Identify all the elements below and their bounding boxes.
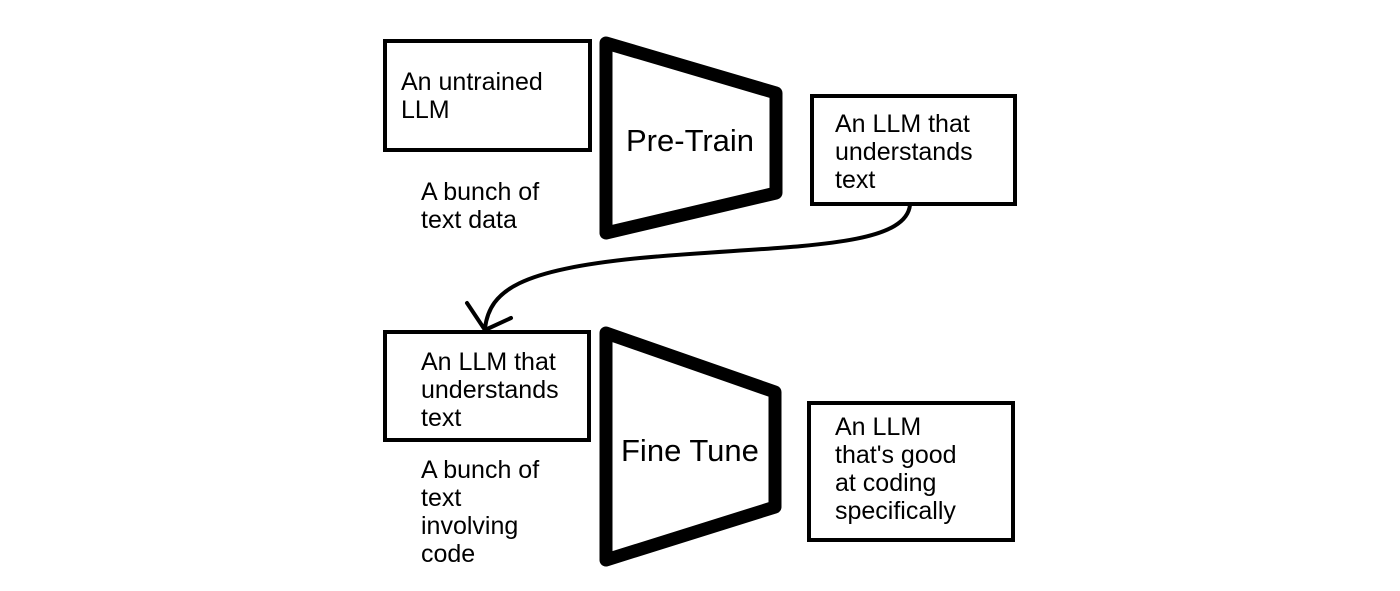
pretrain-stage-label: Pre-Train bbox=[626, 123, 755, 158]
finetune-input-model-label: An LLM that understands text bbox=[421, 348, 559, 432]
finetune-input-data-label: A bunch of text involving code bbox=[421, 456, 540, 568]
pretrain-output-model-box bbox=[810, 94, 1017, 206]
finetune-input-model-box bbox=[383, 330, 591, 442]
finetune-output-model-box bbox=[807, 401, 1015, 542]
pretrain-input-model-box bbox=[383, 39, 592, 152]
connector-curve bbox=[483, 204, 912, 329]
pretrain-output-model-label: An LLM that understands text bbox=[835, 110, 973, 194]
pretrain-input-data-label: A bunch of text data bbox=[421, 178, 540, 234]
finetune-stage-label: Fine Tune bbox=[621, 433, 759, 468]
pretrain-input-model-label: An untrained LLM bbox=[401, 68, 543, 124]
pretrain-stage-trapezoid bbox=[599, 36, 783, 240]
finetune-stage-trapezoid bbox=[599, 326, 782, 567]
finetune-output-model-label: An LLM that's good at coding specificall… bbox=[835, 413, 957, 525]
